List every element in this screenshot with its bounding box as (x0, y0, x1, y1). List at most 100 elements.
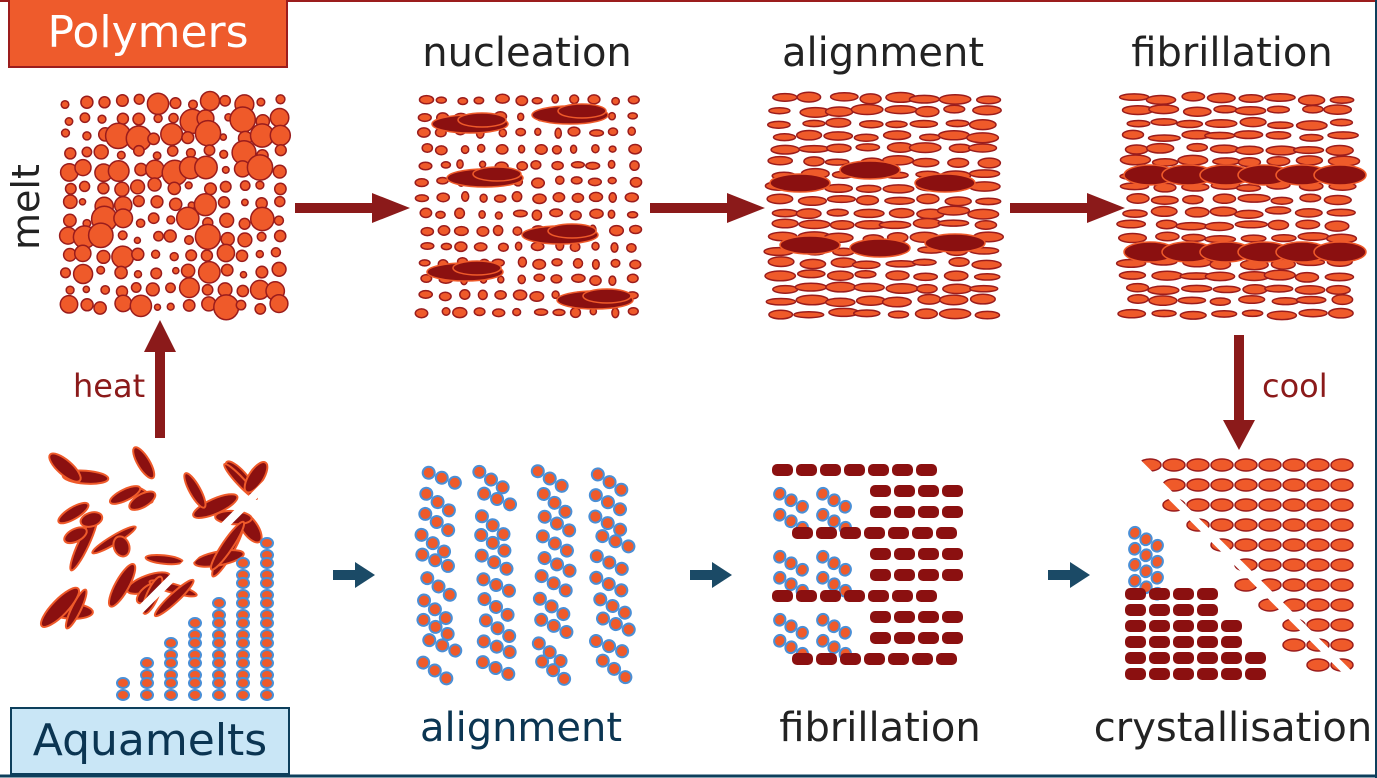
aquamelt-unit (487, 555, 502, 570)
melt-particle (147, 132, 161, 146)
fibril-unit (942, 506, 963, 518)
polymer-particle (629, 160, 640, 172)
polymer-particle (1124, 144, 1149, 155)
aquamelt-chain (416, 655, 454, 686)
polymer-particle (437, 225, 451, 236)
melt-particle (133, 236, 142, 245)
polymer-particle (826, 195, 857, 204)
polymer-particle (1327, 307, 1354, 319)
aquamelt-unit (188, 677, 202, 689)
polymer-particle (882, 184, 915, 194)
aquamelt-chain (212, 677, 226, 701)
polymer-particle (881, 296, 912, 308)
fibril-unit (816, 527, 837, 539)
polymer-particle (829, 219, 855, 231)
aquamelt-unit (260, 637, 274, 649)
polymer-particle (476, 143, 486, 153)
melt-particle (236, 284, 250, 298)
polymer-particle (589, 129, 605, 137)
melt-particle (185, 249, 198, 262)
nucleation-cluster (472, 166, 522, 182)
melt-particle (169, 251, 179, 262)
polymer-particle (909, 119, 939, 129)
melt-particle (78, 180, 91, 193)
aquamelt-unit (476, 634, 491, 649)
polymer-particle (554, 127, 563, 139)
polymer-particle (884, 105, 918, 115)
polymer-particle (1295, 120, 1328, 131)
aquamelt-unit (477, 592, 492, 607)
polymer-particle (1206, 92, 1236, 104)
fibril-unit (1149, 652, 1170, 664)
polymer-chain (39, 586, 81, 628)
crystal-particle (1258, 458, 1282, 472)
melt-particle (153, 303, 162, 311)
crystal-particle (1330, 518, 1354, 532)
fibril-unit (1125, 668, 1146, 680)
melt-particle (97, 182, 110, 195)
aquamelt-chain (116, 677, 130, 701)
polymer-particle (571, 273, 586, 283)
polymer-particle (417, 113, 432, 123)
fibril-unit (1245, 652, 1266, 664)
polymer-particle (419, 207, 433, 219)
aquamelt-unit (164, 677, 178, 689)
melt-particle (132, 112, 146, 126)
polymer-particle (533, 308, 549, 316)
aquamelt-unit (1128, 541, 1142, 556)
aquamelt-chain (419, 486, 456, 518)
melt-particle (107, 159, 130, 183)
aquamelt-unit (472, 464, 487, 479)
melt-particle (72, 263, 94, 285)
polymer-particle (549, 208, 564, 218)
melt-particle (269, 293, 289, 314)
polymer-particle (571, 192, 585, 204)
fibril-unit (1149, 620, 1170, 632)
polymer-particle (975, 95, 1002, 105)
aquamelt-unit (559, 543, 574, 558)
polymer-particle (516, 112, 525, 122)
aligned-cluster (924, 233, 986, 253)
aquamelt-chain (260, 657, 274, 681)
polymer-particle (624, 192, 640, 203)
crystal-particle (1210, 458, 1234, 472)
aquamelt-unit (441, 523, 456, 538)
polymer-particle (858, 119, 884, 129)
polymer-particle (968, 119, 997, 131)
polymer-particle (1329, 96, 1355, 104)
fibril-unit (892, 590, 913, 602)
aquamelt-chain (164, 637, 178, 661)
aquamelt-unit (1150, 570, 1164, 585)
aquamelt-unit (1150, 538, 1164, 553)
polymer-particle (420, 226, 435, 237)
polymer-particle (1145, 142, 1175, 154)
polymer-particle (1127, 294, 1150, 304)
polymer-particle (494, 211, 503, 220)
aquamelt-unit (546, 618, 561, 633)
polymer-particle (421, 142, 434, 154)
polymer-particle (1204, 131, 1236, 140)
aquamelt-unit (140, 657, 154, 669)
polymer-particle (627, 126, 637, 137)
polymer-particle (569, 94, 580, 105)
aquamelt-unit (614, 561, 629, 576)
melt-particle (160, 122, 184, 146)
melt-particle (273, 215, 285, 226)
aquamelt-unit (537, 551, 552, 566)
fibril-unit (1197, 588, 1218, 600)
aquamelt-unit (795, 625, 809, 640)
aquamelt-unit (140, 677, 154, 689)
polymer-particle (570, 176, 583, 185)
aquamelt-unit (116, 689, 130, 701)
aquamelt-unit (531, 636, 546, 651)
fibril-unit (1197, 636, 1218, 648)
crystal-particle (1258, 498, 1282, 512)
aquamelt-unit (421, 465, 436, 480)
aquamelt-unit (601, 577, 616, 592)
aquamelt-unit (827, 556, 841, 571)
aquamelt-unit (589, 634, 604, 649)
aquamelt-unit (621, 622, 636, 637)
polymer-particle (454, 241, 468, 253)
melt-particle (146, 92, 170, 116)
polymer-particle (1295, 219, 1321, 230)
